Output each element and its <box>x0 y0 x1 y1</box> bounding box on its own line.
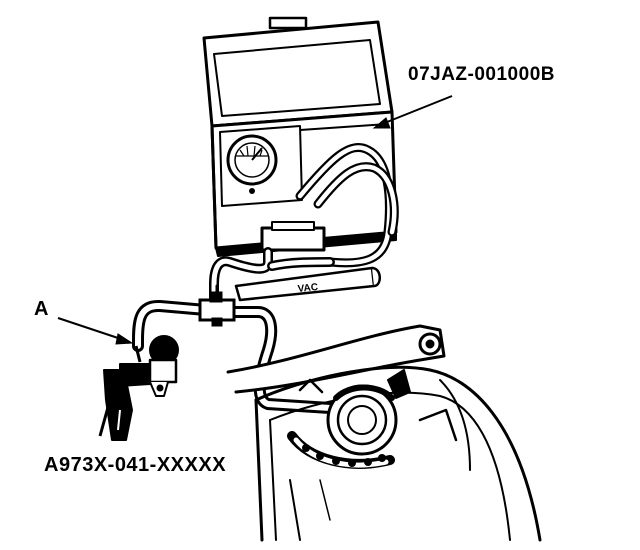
tester-connector <box>260 226 326 252</box>
vacuum-gauge-tool <box>98 335 179 441</box>
engine-area <box>226 324 542 542</box>
tester-hoses <box>295 142 399 268</box>
t-fitting <box>198 298 236 322</box>
gauge-pump-handle <box>103 369 133 441</box>
label-tester-part-number: 07JAZ-001000B <box>408 64 555 85</box>
lid-latch <box>268 16 308 30</box>
tester-case <box>202 16 398 257</box>
leader-arrow-part-a <box>57 317 125 341</box>
leader-arrow-tester <box>381 95 453 125</box>
label-part-a: A <box>34 298 49 320</box>
t-fitting-assembly <box>132 284 336 414</box>
leader-lines <box>57 95 453 345</box>
label-gauge-part-number: A973X-041-XXXXX <box>44 454 227 476</box>
connecting-hose <box>209 247 335 305</box>
vac-hose: VAC <box>234 266 381 302</box>
vac-hose-marking: VAC <box>297 282 318 295</box>
